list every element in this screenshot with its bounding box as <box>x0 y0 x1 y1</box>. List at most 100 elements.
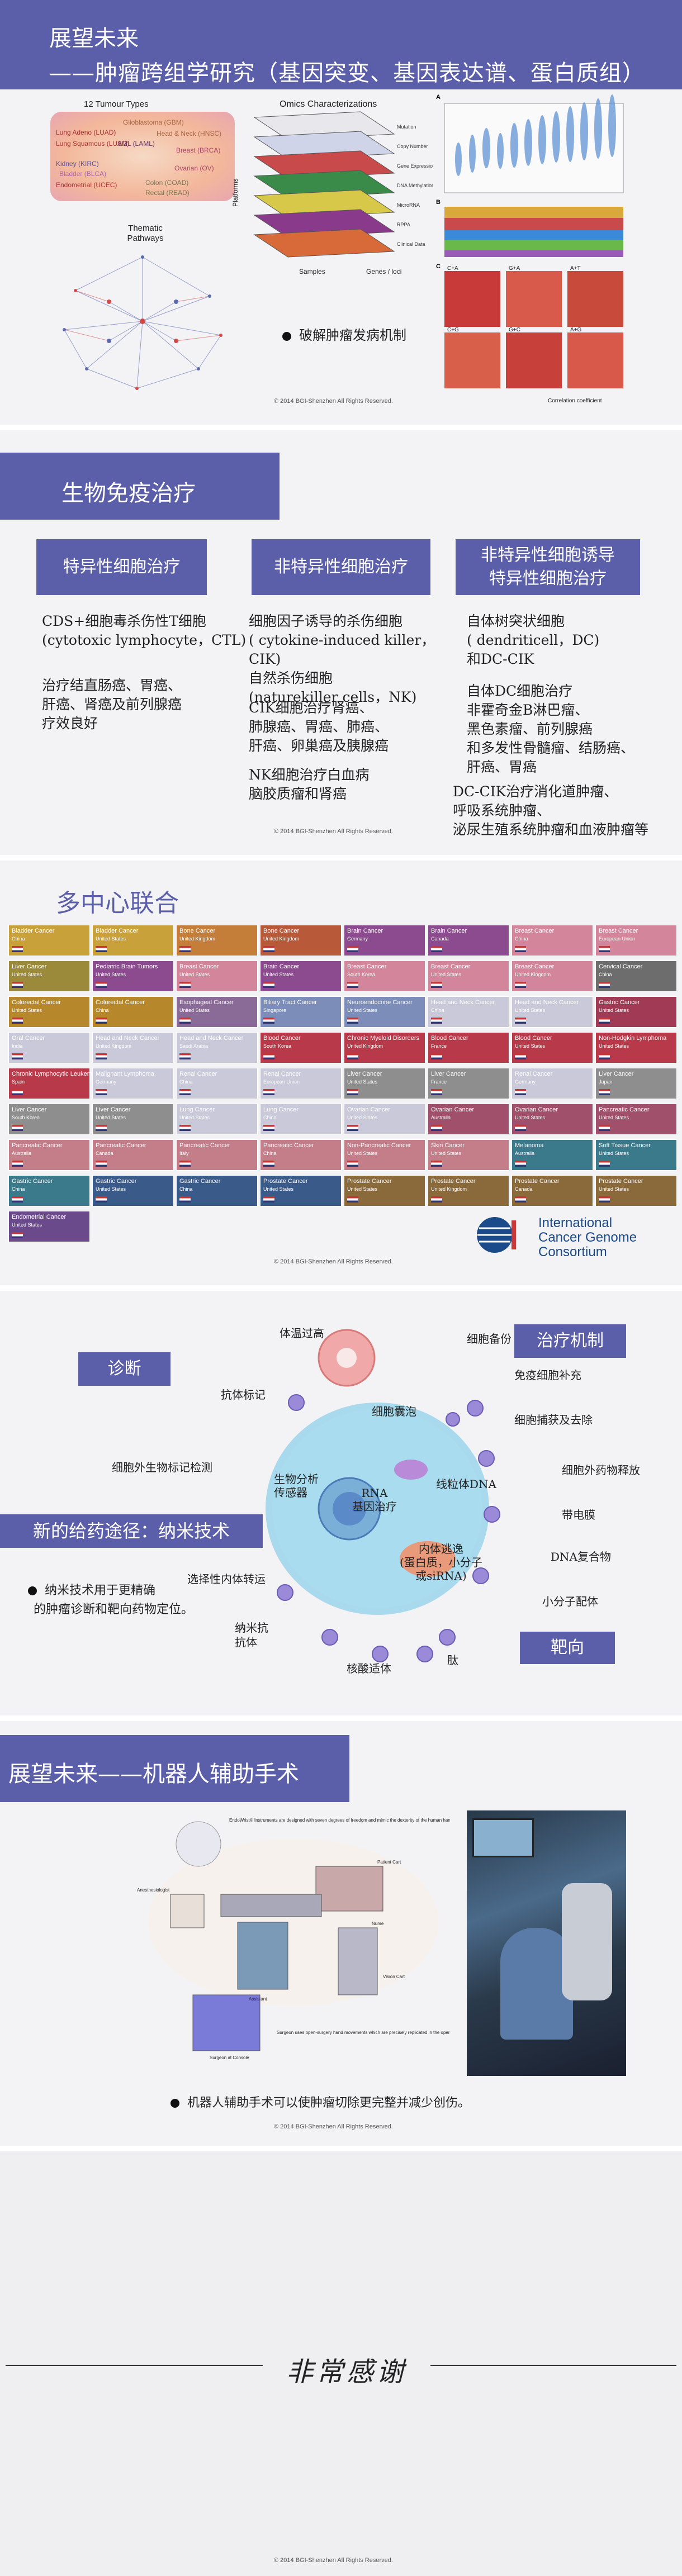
tile-country: United Kingdom <box>515 972 551 977</box>
flag-icon <box>431 1196 442 1203</box>
logo-text-line: International <box>538 1215 613 1230</box>
column-text: DC-CIK治疗消化道肿瘤、 呼吸系统肿瘤、 泌尿生殖系统肿瘤和血液肿瘤等 <box>453 783 649 838</box>
tile-cancer-name: Cervical Cancer <box>599 963 643 970</box>
platforms-axis-label: Platforms <box>231 178 239 207</box>
tile-country: United States <box>347 1151 378 1156</box>
pathway-network-figure <box>63 255 222 390</box>
nanoparticle-cell-diagram <box>266 1329 500 1662</box>
flag-icon <box>96 1089 107 1095</box>
tumour-type-label: Kidney (KIRC) <box>56 160 99 168</box>
tile-country: South Korea <box>347 972 376 977</box>
tile-country: Italy <box>179 1151 189 1156</box>
photo-robot-arm <box>562 1883 612 2000</box>
tile-cancer-name: Chronic Myeloid Disorders <box>347 1035 419 1042</box>
copyright: © 2014 BGI-Shenzhen All Rights Reserved. <box>274 828 393 835</box>
tile-cancer-name: Gastric Cancer <box>179 1178 221 1185</box>
flag-icon <box>431 946 442 952</box>
tile-country: Germany <box>347 936 368 942</box>
column-text: 自体DC细胞治疗 非霍奇金B淋巴瘤、 黑色素瘤、前列腺癌 和多发性骨髓瘤、结肠癌… <box>467 683 635 775</box>
tile-cancer-name: Colorectal Cancer <box>96 999 145 1006</box>
tile-cancer-name: Gastric Cancer <box>12 1178 53 1185</box>
omics-title: Omics Characterizations <box>280 99 377 109</box>
tile-country: Canada <box>96 1151 113 1156</box>
omics-layer-label: DNA Methylation <box>397 183 433 188</box>
diagram-label: 核酸适体 <box>347 1662 391 1675</box>
tile-country: China <box>12 936 25 942</box>
tile-cancer-name: Lung Cancer <box>179 1106 215 1113</box>
tile-country: United States <box>599 1186 629 1192</box>
figure-label: Anesthesiologist <box>137 1888 170 1893</box>
flag-icon <box>515 1018 526 1024</box>
tile-country: United States <box>347 1079 378 1085</box>
title-banner <box>0 453 280 520</box>
heatmap-axis-label: Correlation coefficient <box>548 398 602 404</box>
tile-country: United States <box>599 1007 629 1013</box>
slide-title: 展望未来——机器人辅助手术 <box>8 1761 299 1787</box>
tile-country: United States <box>12 972 42 977</box>
heatmap-label: G+C <box>509 327 520 333</box>
omics-layer-label: Copy Number <box>397 144 428 149</box>
flag-icon <box>347 1125 358 1131</box>
diagram-label: DNA复合物 <box>551 1550 611 1563</box>
diagram-label: 线粒体DNA <box>436 1477 496 1491</box>
omics-layer-label: MicroRNA <box>397 202 420 208</box>
title-banner <box>0 0 682 89</box>
diagram-label: 带电膜 <box>562 1508 595 1522</box>
tile-country: Germany <box>96 1079 117 1085</box>
tile-country: United States <box>96 1115 126 1120</box>
panel-label: C <box>436 263 441 270</box>
tile-cancer-name: Esophageal Cancer <box>179 999 234 1006</box>
tile-cancer-name: Blood Cancer <box>431 1035 468 1042</box>
tile-country: United States <box>96 936 126 942</box>
tile-cancer-name: Soft Tissue Cancer <box>599 1142 651 1149</box>
tumour-type-label: Bladder (BLCA) <box>59 170 107 178</box>
thematic-pathways-label: Thematic Pathways <box>127 224 164 243</box>
diagram-label: 纳米抗 抗体 <box>235 1621 268 1649</box>
omics-layer-label: Clinical Data <box>397 241 425 247</box>
tile-country: China <box>599 972 612 977</box>
flag-icon <box>12 1196 23 1203</box>
diagram-label: 抗体标记 <box>221 1388 266 1401</box>
tile-cancer-name: Ovarian Cancer <box>431 1106 475 1113</box>
flag-icon <box>12 1018 23 1024</box>
diagram-label: 细胞捕获及去除 <box>514 1413 593 1427</box>
slide-robotic-surgery: 展望未来——机器人辅助手术 EndoWrist® Instruments are… <box>0 1721 682 2151</box>
tile-country: South Korea <box>12 1115 40 1120</box>
flag-icon <box>96 1125 107 1131</box>
heatmap-label: A+G <box>570 327 582 333</box>
tile-cancer-name: Breast Cancer <box>515 928 555 934</box>
flag-icon <box>347 1161 358 1167</box>
tile-cancer-name: Liver Cancer <box>431 1071 466 1077</box>
bullet-text: 纳米技术用于更精确 <box>45 1584 156 1598</box>
tile-cancer-name: Colorectal Cancer <box>12 999 61 1006</box>
tile-cancer-name: Pancreatic Cancer <box>12 1142 63 1149</box>
tile-country: United States <box>515 1007 546 1013</box>
figure-label: Surgeon at Console <box>210 2055 249 2060</box>
bullet-text: 破解肿瘤发病机制 <box>299 327 406 343</box>
tile-country: China <box>263 1115 277 1120</box>
tile-country: United States <box>96 1186 126 1192</box>
tile-country: Australia <box>515 1151 535 1156</box>
tile-cancer-name: Brain Cancer <box>263 963 300 970</box>
flag-icon <box>515 982 526 988</box>
flag-icon <box>96 1053 107 1059</box>
flag-icon <box>599 1196 610 1203</box>
flag-icon <box>263 1196 274 1203</box>
